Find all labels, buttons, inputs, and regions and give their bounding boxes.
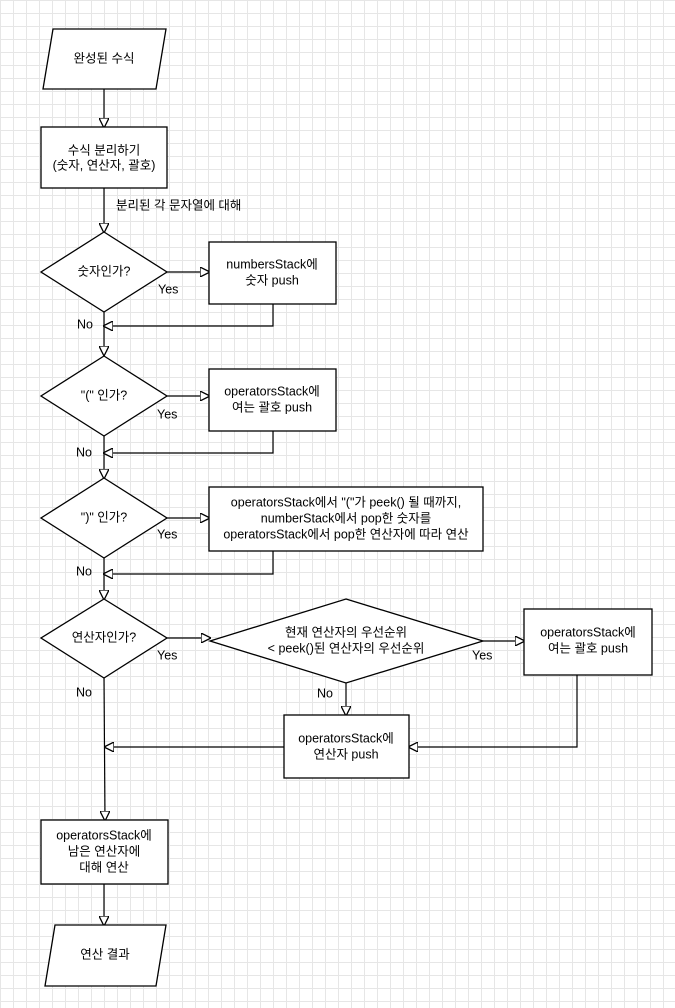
- yes-label-priority: Yes: [472, 648, 492, 662]
- result-shape: [44, 924, 167, 987]
- compute-until-shape: [208, 486, 484, 552]
- priority-check-label-line1: 현재 연산자의 우선순위: [285, 625, 407, 639]
- close-paren-check-node: ")" 인가?: [39, 477, 169, 559]
- compute-until-label-line2: numberStack에서 pop한 숫자를: [261, 511, 431, 525]
- push-open-paren2-node: operatorsStack에 여는 괄호 push: [523, 608, 653, 676]
- for-each-label: 분리된 각 문자열에 대해: [116, 198, 241, 212]
- edge-compute-until-return: [104, 551, 274, 574]
- split-node: 수식 분리하기 (숫자, 연산자, 괄호): [40, 126, 168, 189]
- compute-rest-label-line3: 대해 연산: [79, 860, 129, 874]
- yes-label-open-paren: Yes: [157, 407, 177, 421]
- compute-rest-node: operatorsStack에 남은 연산자에 대해 연산: [40, 819, 169, 885]
- push-open-paren2-label-line2: 여는 괄호 push: [548, 641, 628, 655]
- push-number-label-line1: numbersStack에: [226, 257, 317, 271]
- number-check-node: 숫자인가?: [39, 231, 169, 313]
- push-open-paren2-label-line1: operatorsStack에: [540, 625, 636, 639]
- open-paren-check-shape: [39, 355, 169, 437]
- edge-push-open-paren2-to-push-operator: [409, 675, 578, 747]
- close-paren-check-label: ")" 인가?: [81, 510, 128, 524]
- edge-push-open-paren-return: [104, 431, 274, 453]
- operator-check-shape: [39, 598, 169, 679]
- push-open-paren-label-line2: 여는 괄호 push: [232, 400, 312, 414]
- no-label-operator: No: [76, 685, 92, 699]
- yes-label-number: Yes: [158, 282, 178, 296]
- result-node: 연산 결과: [44, 924, 167, 987]
- close-paren-check-shape: [39, 477, 169, 559]
- no-label-number: No: [77, 317, 93, 331]
- open-paren-check-label: "(" 인가?: [81, 388, 128, 402]
- no-label-open-paren: No: [76, 445, 92, 459]
- number-check-shape: [39, 231, 169, 313]
- edge-operator-no: [104, 677, 105, 820]
- push-number-shape: [208, 241, 337, 305]
- start-shape: [42, 28, 167, 90]
- edge-push-number-return: [104, 304, 274, 326]
- edges: [104, 89, 578, 925]
- operator-check-node: 연산자인가?: [39, 598, 169, 679]
- operator-check-label: 연산자인가?: [72, 630, 137, 644]
- compute-rest-label-line2: 남은 연산자에: [68, 844, 140, 858]
- push-open-paren-node: operatorsStack에 여는 괄호 push: [208, 368, 337, 432]
- push-open-paren-label-line1: operatorsStack에: [224, 384, 320, 398]
- edge-labels: 분리된 각 문자열에 대해 Yes No Yes No Yes No Yes N…: [76, 198, 492, 700]
- split-shape: [40, 126, 168, 189]
- compute-until-label-line1: operatorsStack에서 "("가 peek() 될 때까지,: [231, 495, 461, 509]
- priority-check-shape: [207, 598, 486, 684]
- yes-label-operator: Yes: [157, 648, 177, 662]
- push-open-paren2-shape: [523, 608, 653, 676]
- push-number-node: numbersStack에 숫자 push: [208, 241, 337, 305]
- priority-check-label-line2: < peek()된 연산자의 우선순위: [268, 641, 425, 655]
- no-label-close-paren: No: [76, 564, 92, 578]
- priority-check-node: 현재 연산자의 우선순위 < peek()된 연산자의 우선순위: [207, 598, 486, 684]
- push-open-paren-shape: [208, 368, 337, 432]
- start-node: 완성된 수식: [42, 28, 167, 90]
- no-label-priority: No: [317, 686, 333, 700]
- open-paren-check-node: "(" 인가?: [39, 355, 169, 437]
- push-operator-node: operatorsStack에 연산자 push: [283, 714, 410, 779]
- number-check-label: 숫자인가?: [78, 264, 131, 278]
- split-label-line2: (숫자, 연산자, 괄호): [53, 158, 156, 172]
- compute-rest-shape: [40, 819, 169, 885]
- start-label: 완성된 수식: [74, 51, 135, 65]
- compute-until-label-line3: operatorsStack에서 pop한 연산자에 따라 연산: [223, 527, 469, 541]
- split-label-line1: 수식 분리하기: [68, 143, 140, 157]
- push-operator-label-line1: operatorsStack에: [298, 731, 394, 745]
- compute-rest-label-line1: operatorsStack에: [56, 828, 152, 842]
- yes-label-close-paren: Yes: [157, 527, 177, 541]
- push-number-label-line2: 숫자 push: [245, 273, 299, 287]
- push-operator-label-line2: 연산자 push: [313, 747, 378, 761]
- result-label: 연산 결과: [80, 947, 130, 961]
- push-operator-shape: [283, 714, 410, 779]
- compute-until-node: operatorsStack에서 "("가 peek() 될 때까지, numb…: [208, 486, 484, 552]
